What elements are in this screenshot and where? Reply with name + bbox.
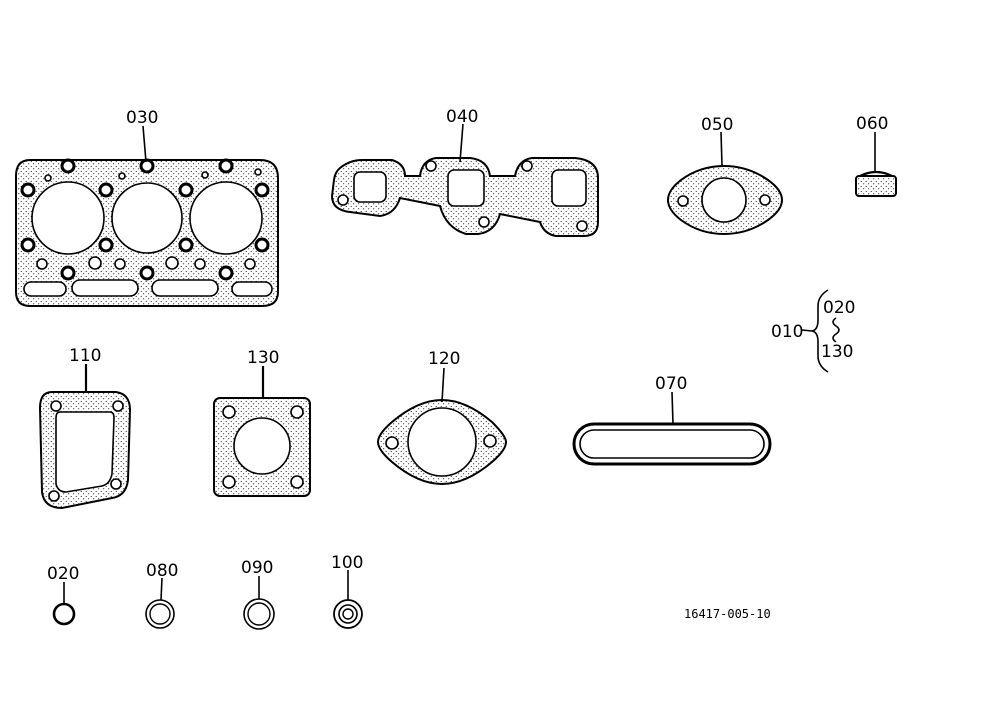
seal-cap-060[interactable] [855,170,897,197]
label-100: 100 [331,553,363,573]
label-050: 050 [701,115,733,135]
label-060: 060 [856,114,888,134]
label-020: 020 [47,564,79,584]
label-070: 070 [655,374,687,394]
flange-gasket-050[interactable] [666,164,784,236]
washer-080[interactable] [145,599,175,629]
cover-gasket-110[interactable] [38,391,132,510]
seal-ring-100[interactable] [333,599,363,629]
square-gasket-130[interactable] [213,397,311,497]
flange-gasket-120[interactable] [376,398,508,486]
cylinder-head-gasket-030[interactable] [15,158,279,307]
label-120: 120 [428,349,460,369]
assembly-bracket [801,289,840,373]
manifold-gasket-040[interactable] [330,157,599,237]
figure-number: 16417-005-10 [684,607,771,621]
label-090: 090 [241,558,273,578]
label-040: 040 [446,107,478,127]
label-010-020: 020 [823,298,855,318]
o-ring-020[interactable] [52,602,76,626]
label-030: 030 [126,108,158,128]
label-130: 130 [247,348,279,368]
label-110: 110 [69,346,101,366]
label-010: 010 [771,322,803,342]
label-010-130: 130 [821,342,853,362]
label-080: 080 [146,561,178,581]
o-ring-070[interactable] [572,422,772,466]
washer-090[interactable] [243,598,275,630]
